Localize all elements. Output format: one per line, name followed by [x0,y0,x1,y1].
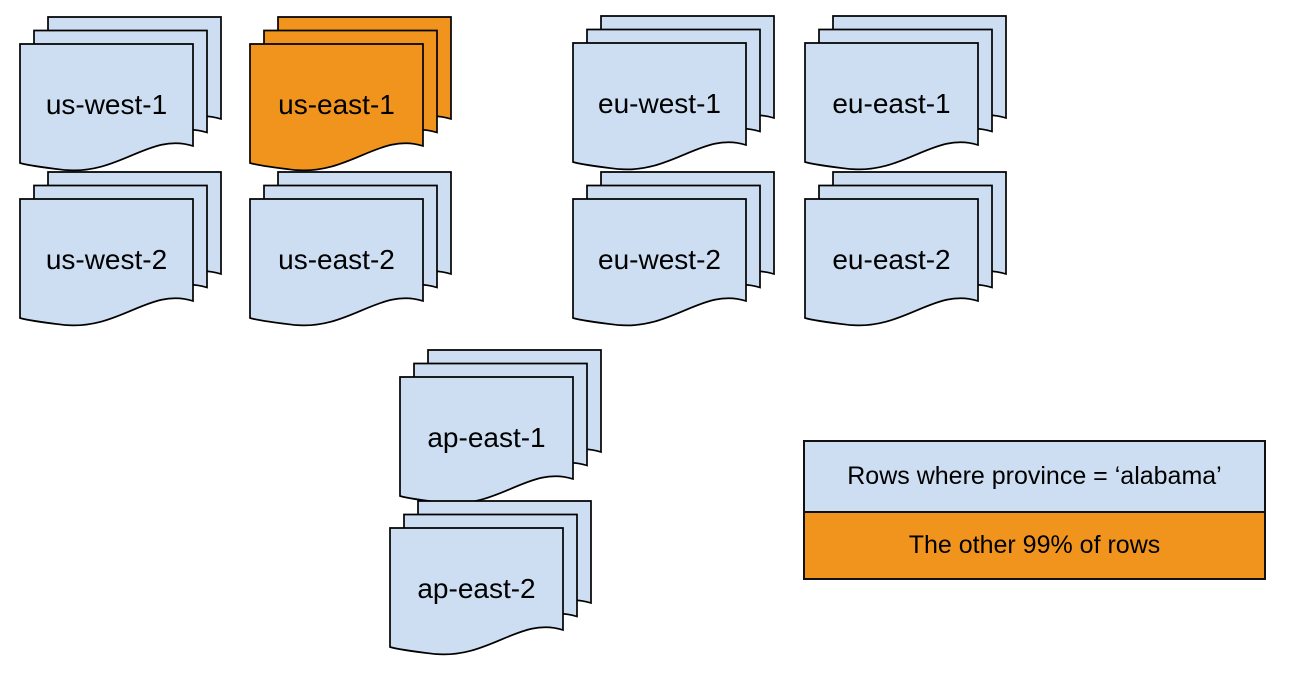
document-sheet [804,198,979,327]
document-sheet [19,198,194,327]
partition-label: ap-east-1 [427,422,545,453]
document-sheet [572,198,747,327]
document-sheet [572,42,747,171]
partition-stack-eu-east-2: eu-east-2 [804,171,1007,328]
document-stack-icon: eu-east-1 [804,15,1007,171]
partition-stack-us-west-2: us-west-2 [19,171,222,328]
partition-stack-ap-east-1: ap-east-1 [399,349,602,506]
document-stack-icon: us-east-2 [249,171,452,327]
document-sheet [19,43,194,172]
document-stack-icon: eu-east-2 [804,171,1007,327]
document-stack-icon: ap-east-1 [399,349,602,505]
partition-stack-us-east-2: us-east-2 [249,171,452,328]
partition-stack-us-west-1: us-west-1 [19,16,222,173]
partition-label: us-west-2 [46,244,167,275]
legend-item-alabama-rows: Rows where province = ‘alabama’ [803,440,1266,513]
partition-stack-us-east-1: us-east-1 [249,16,452,173]
document-stack-icon: us-west-1 [19,16,222,172]
document-stack-icon: eu-west-1 [572,15,775,171]
partition-label: eu-west-1 [598,88,721,119]
document-stack-icon: eu-west-2 [572,171,775,327]
document-sheet [804,42,979,171]
document-stack-icon: us-west-2 [19,171,222,327]
document-stack-icon: us-east-1 [249,16,452,172]
partition-label: eu-east-1 [832,88,950,119]
partition-label: us-east-1 [278,89,395,120]
partition-label: eu-east-2 [832,244,950,275]
document-sheet [249,43,424,172]
partition-stack-eu-east-1: eu-east-1 [804,15,1007,172]
partition-label: us-west-1 [46,89,167,120]
partition-label: us-east-2 [278,244,395,275]
legend: Rows where province = ‘alabama’ The othe… [803,440,1266,580]
partition-label: eu-west-2 [598,244,721,275]
partition-stack-eu-west-2: eu-west-2 [572,171,775,328]
partition-stack-ap-east-2: ap-east-2 [389,500,592,657]
legend-item-label: The other 99% of rows [908,531,1161,559]
legend-item-other-rows: The other 99% of rows [803,513,1266,580]
partition-stack-eu-west-1: eu-west-1 [572,15,775,172]
document-stack-icon: ap-east-2 [389,500,592,656]
partition-label: ap-east-2 [417,573,535,604]
document-sheet [249,198,424,327]
document-sheet [389,527,564,656]
legend-item-label: Rows where province = ‘alabama’ [847,462,1222,490]
